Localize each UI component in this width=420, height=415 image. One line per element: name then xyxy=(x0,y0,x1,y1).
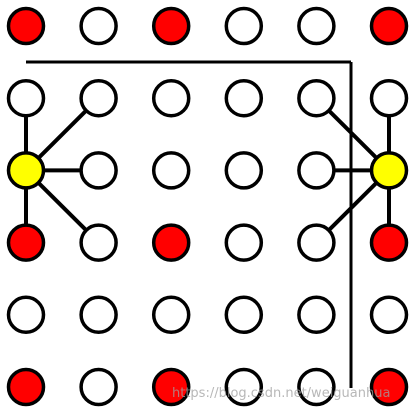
grid-node-white xyxy=(297,295,336,335)
grid-node-red xyxy=(151,223,191,262)
grid-node-white xyxy=(224,367,264,407)
grid-node-yellow xyxy=(6,151,46,190)
grid-nodes xyxy=(6,6,409,407)
grid-node-white xyxy=(224,6,264,46)
grid-node-white xyxy=(151,151,191,190)
grid-node-white xyxy=(79,151,118,190)
boundary-lines xyxy=(26,60,353,388)
grid-node-white xyxy=(369,295,409,335)
grid-node-red xyxy=(6,6,46,46)
watermark-text: https://blog.csdn.net/weiguanhua xyxy=(172,386,391,401)
grid-node-red xyxy=(6,367,46,407)
grid-node-white xyxy=(79,367,118,407)
grid-node-red xyxy=(6,223,46,262)
grid-node-white xyxy=(224,78,264,118)
grid-node-red xyxy=(151,367,191,407)
grid-node-white xyxy=(224,151,264,190)
grid-node-white xyxy=(6,78,46,118)
grid-node-white xyxy=(297,78,336,118)
grid-node-white xyxy=(151,295,191,335)
grid-node-yellow xyxy=(369,151,409,190)
grid-node-white xyxy=(6,295,46,335)
grid-node-white xyxy=(79,223,118,262)
grid-node-white xyxy=(224,295,264,335)
grid-node-white xyxy=(79,78,118,118)
grid-node-white xyxy=(224,223,264,262)
grid-node-white xyxy=(79,295,118,335)
grid-node-red xyxy=(369,223,409,262)
grid-node-red xyxy=(151,6,191,46)
grid-node-white xyxy=(297,6,336,46)
grid-node-red xyxy=(369,6,409,46)
grid-node-white xyxy=(297,151,336,190)
grid-node-white xyxy=(369,78,409,118)
grid-node-white xyxy=(151,78,191,118)
grid-node-white xyxy=(297,367,336,407)
grid-node-white xyxy=(297,223,336,262)
grid-node-white xyxy=(79,6,118,46)
grid-node-red xyxy=(369,367,409,407)
